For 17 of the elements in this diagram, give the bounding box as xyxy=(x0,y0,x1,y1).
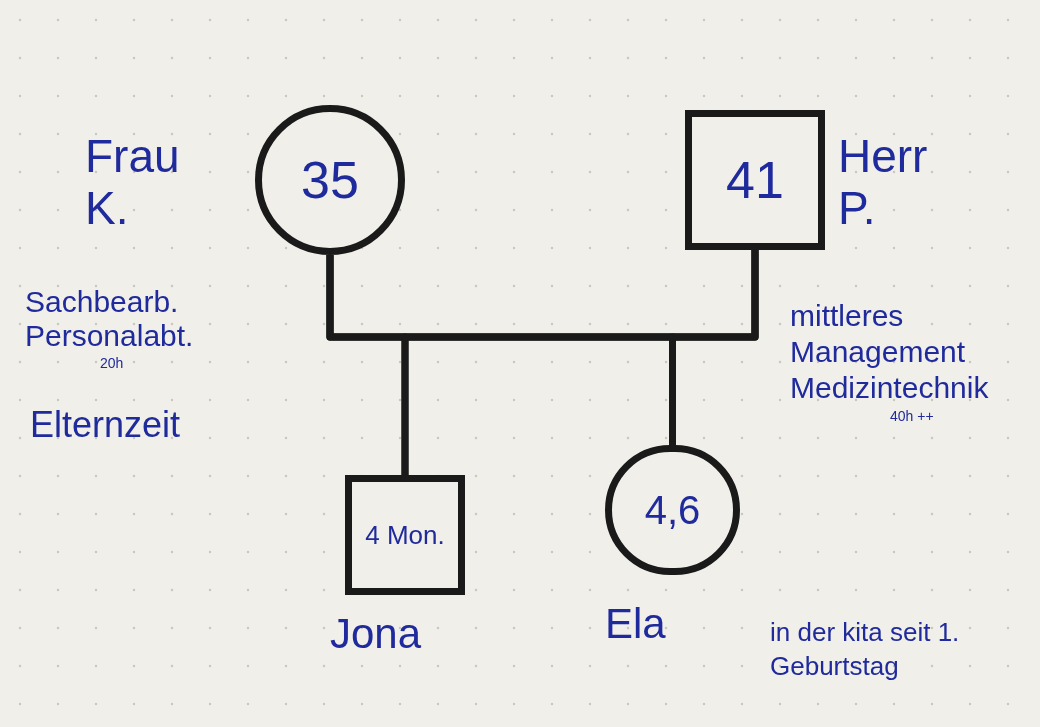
male-square xyxy=(345,475,465,595)
person-note: Sachbearb. Personalabt. xyxy=(25,285,195,353)
age-text: 4 Mon. xyxy=(365,518,445,552)
age-text: 41 xyxy=(726,150,784,211)
person-note: Ela xyxy=(605,600,667,648)
person-note: Jona xyxy=(330,610,423,658)
person-note: Elternzeit xyxy=(30,405,182,445)
male-square xyxy=(685,110,825,250)
age-text: 35 xyxy=(301,150,359,211)
person-note: 40h ++ xyxy=(890,408,935,424)
person-note: in der kita seit 1. Geburtstag xyxy=(770,616,961,683)
person-note: Herr P. xyxy=(838,130,929,234)
person-note: Frau K. xyxy=(85,130,181,234)
person-note: mittleres Management Medizintechnik xyxy=(790,298,990,406)
family-line xyxy=(669,250,759,445)
age-text: 4,6 xyxy=(644,487,701,534)
person-note: 20h xyxy=(100,355,125,371)
